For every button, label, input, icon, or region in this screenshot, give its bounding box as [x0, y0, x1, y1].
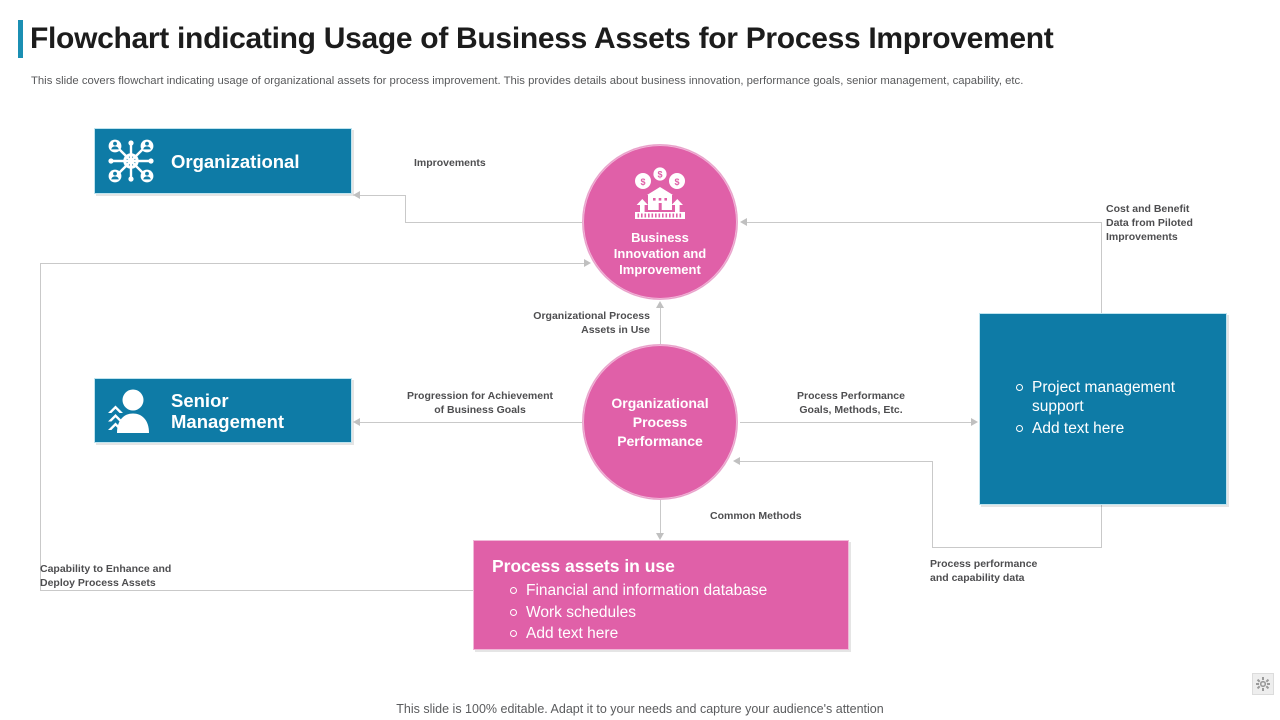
process-assets-bullet-1: Work schedules: [526, 603, 636, 621]
edge-label-capability-data: Process performance and capability data: [930, 557, 1110, 585]
list-item[interactable]: Project management support: [998, 378, 1208, 417]
footer-note: This slide is 100% editable. Adapt it to…: [396, 702, 884, 716]
node-process-performance-line1: Organizational: [611, 394, 709, 411]
person-promotion-icon: [95, 379, 167, 442]
gear-icon[interactable]: [1252, 673, 1274, 695]
svg-text:$: $: [640, 177, 645, 187]
edge-label-progression: Progression for Achievement of Business …: [386, 389, 574, 417]
svg-text:$: $: [674, 177, 679, 187]
node-senior-management[interactable]: Senior Management: [94, 378, 352, 443]
node-process-performance-label: Organizational Process Performance: [603, 394, 716, 451]
node-process-assets[interactable]: Process assets in use Financial and info…: [473, 540, 849, 650]
bullet-marker-icon: [510, 587, 517, 594]
edge-label-assets-in-use-line2: Assets in Use: [581, 324, 650, 336]
bullet-marker-icon: [1016, 424, 1023, 432]
node-process-performance[interactable]: Organizational Process Performance: [582, 344, 738, 500]
node-business-innovation-line2: Innovation and: [613, 245, 707, 261]
node-senior-management-label: Senior Management: [167, 390, 284, 432]
connector-perf-to-innovation-v: [660, 308, 661, 344]
node-business-innovation-line3: Improvement: [619, 261, 701, 277]
edge-label-capability-data-line1: Process performance: [930, 558, 1038, 570]
node-organizational[interactable]: Organizational: [94, 128, 352, 194]
page-title: Flowchart indicating Usage of Business A…: [30, 22, 1054, 55]
title-accent-bar: [18, 20, 23, 58]
connector-innovation-to-org-h1: [405, 222, 582, 223]
process-assets-bullet-2: Add text here: [526, 625, 619, 642]
edge-label-common-methods: Common Methods: [710, 510, 802, 522]
connector-cost-benefit-h: [747, 222, 1102, 223]
edge-label-progression-line1: Progression for Achievement: [406, 390, 554, 402]
connector-common-methods-h: [740, 461, 933, 462]
list-item[interactable]: Add text here: [492, 624, 830, 644]
connector-capability-loop-v: [40, 263, 41, 591]
node-business-innovation-line1: Business: [631, 229, 689, 245]
network-hub-icon: [95, 129, 167, 193]
edge-label-assets-in-use: Organizational Process Assets in Use: [470, 309, 650, 337]
edge-label-cost-benefit: Cost and Benefit Data from Piloted Impro…: [1106, 202, 1266, 244]
connector-capability-loop-h-bottom: [40, 590, 475, 591]
node-organizational-label: Organizational: [171, 150, 300, 172]
edge-label-assets-in-use-line1: Organizational Process: [533, 310, 650, 322]
connector-common-methods-v: [932, 461, 933, 536]
project-support-bullet-list: Project management support Add text here: [998, 378, 1208, 441]
edge-label-cost-benefit-line2: Data from Piloted: [1106, 217, 1193, 229]
project-support-bullet-0: Project management support: [1032, 378, 1176, 416]
svg-text:$: $: [657, 169, 662, 179]
process-assets-bullet-list: Financial and information database Work …: [492, 581, 830, 646]
arrowhead-perf-to-senior: [353, 417, 360, 426]
bullet-marker-icon: [510, 630, 517, 637]
edge-label-capability-enhance-line1: Capability to Enhance and: [40, 563, 172, 575]
connector-capability-data-v-right: [1101, 505, 1102, 548]
process-assets-bullet-0: Financial and information database: [526, 582, 768, 599]
arrowhead-perf-to-assets: [655, 533, 664, 540]
node-process-performance-line3: Performance: [617, 432, 703, 449]
project-support-bullet-1: Add text here: [1032, 419, 1125, 437]
bullet-marker-icon: [1016, 383, 1023, 391]
node-business-innovation-label: Business Innovation and Improvement: [606, 230, 714, 278]
node-project-support[interactable]: Project management support Add text here: [979, 313, 1227, 505]
list-item[interactable]: Work schedules: [492, 603, 830, 623]
arrowhead-common-methods: [733, 456, 740, 465]
edge-label-improvements: Improvements: [414, 157, 486, 169]
connector-capability-data-h: [932, 547, 1102, 548]
edge-label-capability-enhance-line2: Deploy Process Assets: [40, 577, 156, 589]
edge-label-perf-goals-line1: Process Performance: [797, 390, 905, 402]
connector-perf-to-senior-h: [360, 422, 582, 423]
connector-innovation-to-org-h2: [360, 195, 406, 196]
list-item[interactable]: Add text here: [998, 419, 1208, 439]
arrowhead-perf-to-innovation: [655, 301, 664, 308]
arrowhead-perf-to-project: [971, 417, 978, 426]
node-senior-management-line2: Management: [171, 410, 285, 432]
process-assets-heading: Process assets in use: [492, 556, 675, 576]
edge-label-cost-benefit-line1: Cost and Benefit: [1106, 203, 1190, 215]
node-business-innovation[interactable]: $ $ $: [582, 144, 738, 300]
connector-capability-data-v-left: [932, 505, 933, 548]
bank-growth-icon: $ $ $: [629, 166, 691, 228]
page-subtitle: This slide covers flowchart indicating u…: [31, 75, 1024, 87]
connector-perf-to-project-h: [740, 422, 972, 423]
edge-label-cost-benefit-line3: Improvements: [1106, 231, 1178, 243]
node-senior-management-line1: Senior: [171, 389, 229, 411]
edge-label-progression-line2: of Business Goals: [434, 404, 526, 416]
edge-label-capability-enhance: Capability to Enhance and Deploy Process…: [40, 562, 240, 590]
arrowhead-capability-loop: [584, 258, 591, 267]
edge-label-perf-goals: Process Performance Goals, Methods, Etc.: [773, 389, 929, 417]
edge-label-perf-goals-line2: Goals, Methods, Etc.: [799, 404, 903, 416]
connector-capability-loop-h-top: [40, 263, 585, 264]
node-process-performance-line2: Process: [632, 413, 688, 430]
list-item[interactable]: Financial and information database: [492, 581, 830, 601]
connector-perf-to-assets-v: [660, 500, 661, 538]
arrowhead-cost-benefit: [740, 217, 747, 226]
edge-label-capability-data-line2: and capability data: [930, 572, 1025, 584]
arrowhead-innovation-to-org: [353, 190, 360, 199]
bullet-marker-icon: [510, 608, 517, 616]
connector-innovation-to-org-v: [405, 195, 406, 223]
